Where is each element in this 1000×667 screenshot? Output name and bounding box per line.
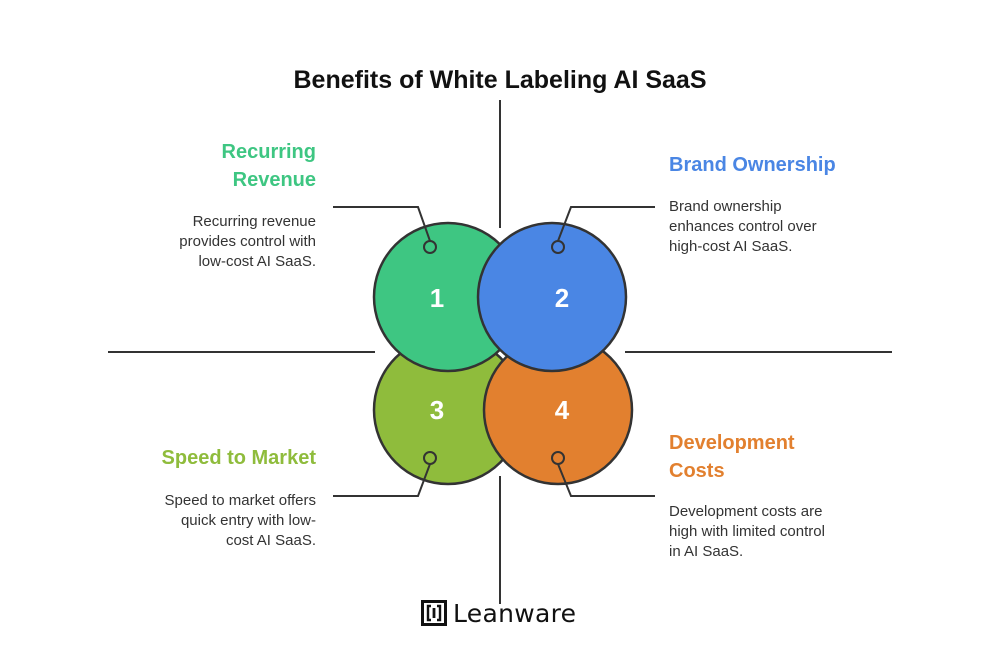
description-speed-to-market: Speed to market offers quick entry with …	[165, 491, 316, 551]
description-line: quick entry with low-	[180, 512, 316, 529]
heading-line: Recurring	[221, 141, 316, 163]
heading-line: Speed to Market	[161, 447, 316, 469]
heading-line: Costs	[669, 460, 725, 482]
heading-line: Development	[669, 432, 795, 454]
description-line: low-cost AI SaaS.	[198, 253, 316, 270]
leader-line-2	[557, 206, 655, 242]
leanware-logo-icon	[421, 600, 447, 626]
description-line: Brand ownership	[669, 198, 782, 215]
circle-number-3: 3	[430, 395, 444, 425]
heading-development-costs: Development Costs	[669, 429, 795, 485]
heading-recurring-revenue: Recurring Revenue	[222, 138, 316, 194]
leader-dot-4	[551, 451, 565, 465]
heading-line: Revenue	[232, 169, 316, 191]
leader-line-4	[557, 463, 655, 497]
description-recurring-revenue: Recurring revenue provides control with …	[179, 212, 316, 272]
leader-dot-3	[423, 451, 437, 465]
heading-speed-to-market: Speed to Market	[162, 444, 316, 472]
leanware-logo: Leanware	[421, 598, 576, 628]
leader-line-1	[333, 206, 431, 242]
diagram-title: Benefits of White Labeling AI SaaS	[293, 66, 707, 94]
logo-text: Leanware	[453, 598, 577, 628]
description-line: cost AI SaaS.	[225, 532, 316, 549]
description-line: Development costs are	[669, 503, 823, 520]
heading-line: Brand Ownership	[669, 154, 836, 176]
leader-line-3	[333, 463, 431, 497]
description-line: Speed to market offers	[164, 492, 316, 509]
description-line: high-cost AI SaaS.	[669, 238, 793, 255]
description-development-costs: Development costs are high with limited …	[669, 502, 825, 562]
description-brand-ownership: Brand ownership enhances control over hi…	[669, 197, 817, 257]
description-line: Recurring revenue	[192, 213, 316, 230]
description-line: high with limited control	[669, 523, 825, 540]
circle-number-1: 1	[430, 283, 444, 313]
description-line: provides control with	[179, 233, 316, 250]
leader-dot-1	[423, 240, 437, 254]
circle-number-4: 4	[555, 395, 570, 425]
description-line: enhances control over	[669, 218, 817, 235]
heading-brand-ownership: Brand Ownership	[669, 151, 836, 179]
leader-dot-2	[551, 240, 565, 254]
circle-brand-ownership	[476, 221, 628, 373]
description-line: in AI SaaS.	[669, 543, 744, 560]
circle-number-2: 2	[555, 283, 569, 313]
